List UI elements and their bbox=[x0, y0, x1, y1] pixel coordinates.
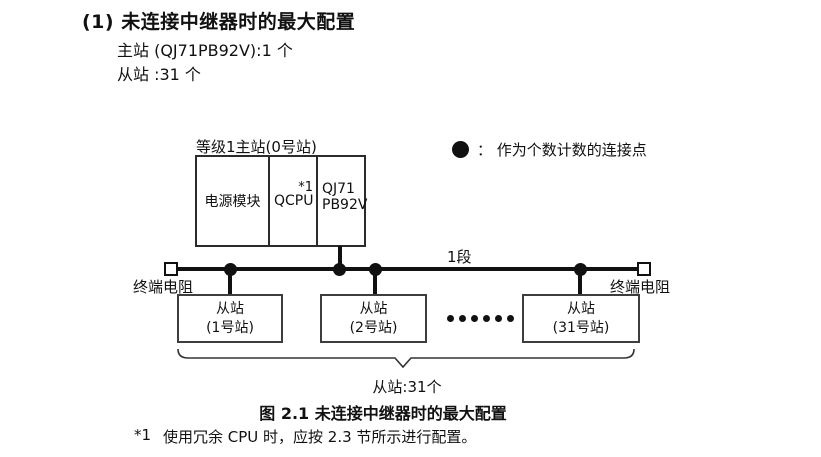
legend: ： 作为个数计数的连接点 bbox=[452, 139, 647, 160]
cpu-footnote-marker: *1 bbox=[298, 180, 313, 195]
master-drop-line bbox=[338, 246, 342, 268]
slave-total-label: 从站:31个 bbox=[372, 378, 442, 396]
slave-label: 从站 bbox=[216, 300, 244, 317]
power-module-cell: 电源模块 bbox=[197, 157, 268, 245]
slave-station-31-box: 从站 (31号站) bbox=[522, 294, 640, 343]
slave-station-1-box: 从站 (1号站) bbox=[177, 294, 283, 343]
slave-label: 从站 bbox=[567, 300, 595, 317]
terminator-left-square bbox=[164, 262, 178, 276]
segment-label: 1段 bbox=[447, 248, 472, 266]
connection-point-icon bbox=[452, 141, 469, 158]
footnote-text: 使用冗余 CPU 时，应按 2.3 节所示进行配置。 bbox=[163, 428, 477, 446]
slave-station-number: (31号站) bbox=[552, 319, 610, 336]
terminator-left-label: 终端电阻 bbox=[133, 278, 194, 296]
connection-point-dot bbox=[369, 263, 382, 276]
slave-station-2-box: 从站 (2号站) bbox=[320, 294, 427, 343]
footnote-marker: *1 bbox=[134, 426, 152, 444]
connection-point-dot bbox=[224, 263, 237, 276]
master-station-label: 等级1主站(0号站) bbox=[196, 138, 317, 156]
slave2-drop-line bbox=[373, 270, 377, 295]
cpu-module-cell: *1 QCPU bbox=[268, 157, 316, 245]
slave-station-number: (2号站) bbox=[349, 319, 398, 336]
section-heading: (1) 未连接中继器时的最大配置 bbox=[82, 11, 356, 33]
slave1-drop-line bbox=[228, 270, 232, 295]
power-module-label: 电源模块 bbox=[204, 194, 261, 210]
slave-group-brace bbox=[177, 348, 635, 369]
connection-point-dot bbox=[574, 263, 587, 276]
slave31-drop-line bbox=[578, 270, 582, 295]
figure-caption: 图 2.1 未连接中继器时的最大配置 bbox=[259, 404, 507, 423]
legend-text: ： 作为个数计数的连接点 bbox=[477, 141, 647, 159]
slave-label: 从站 bbox=[359, 300, 388, 317]
master-count-line: 主站 (QJ71PB92V):1 个 bbox=[117, 41, 293, 60]
connection-point-dot bbox=[333, 263, 346, 276]
terminator-right-label: 终端电阻 bbox=[610, 278, 671, 296]
slave-count-line: 从站 :31 个 bbox=[117, 65, 201, 84]
slave-station-number: (1号站) bbox=[206, 319, 254, 336]
terminator-right-square bbox=[637, 262, 651, 276]
cpu-module-label: QCPU bbox=[274, 193, 314, 209]
footnote: *1 使用冗余 CPU 时，应按 2.3 节所示进行配置。 bbox=[134, 426, 476, 447]
bus-segment-line bbox=[170, 267, 644, 271]
ellipsis-dots bbox=[447, 315, 514, 322]
